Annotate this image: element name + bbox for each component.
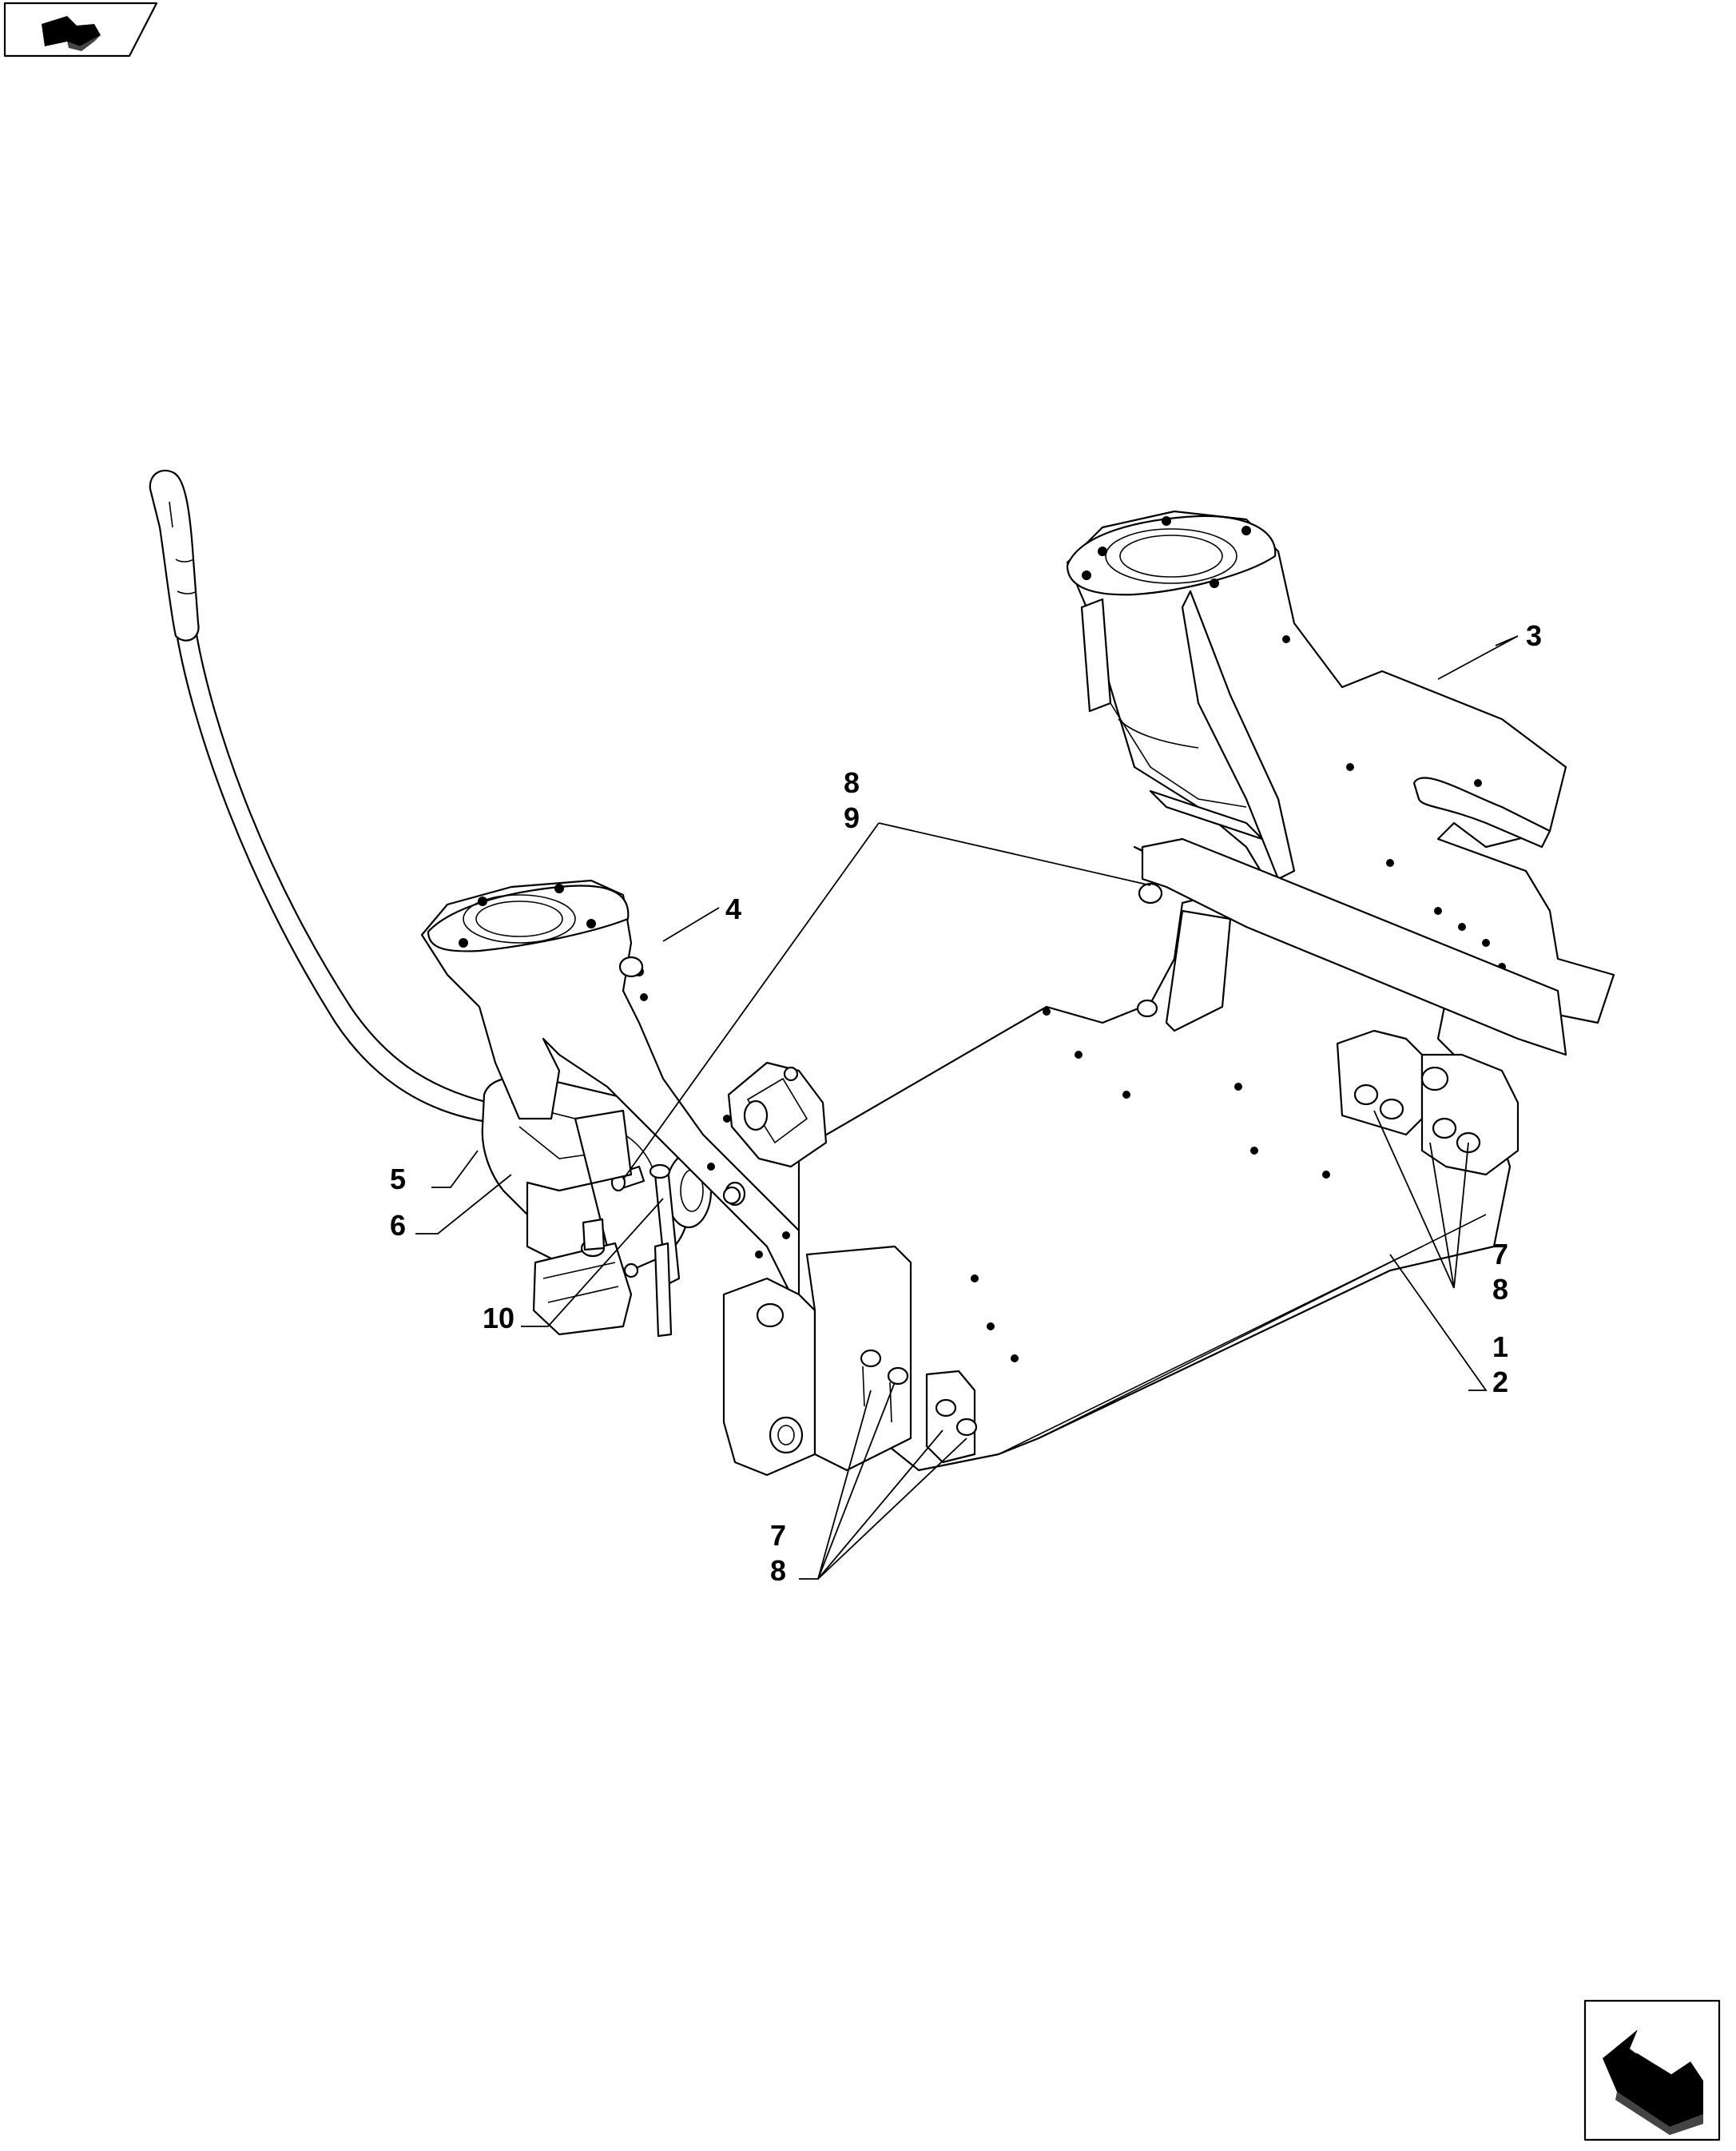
callout-10: 10 [483,1302,514,1334]
callout-1-2: 1 2 [1492,1330,1508,1398]
svg-text:10: 10 [483,1302,514,1334]
svg-text:5: 5 [390,1163,406,1195]
lever-handle [149,469,491,1123]
leader-lines [415,635,1519,1580]
svg-text:8: 8 [844,766,860,799]
svg-text:3: 3 [1526,619,1542,652]
callout-4: 4 [725,893,741,925]
callout-7-8-right: 7 8 [1492,1238,1508,1306]
svg-text:1: 1 [1492,1330,1508,1363]
side-rail [1136,837,1567,1056]
svg-text:8: 8 [1492,1273,1508,1306]
rear-mount-plates [1336,1029,1519,1176]
callout-7-8-bottom: 7 8 [770,1519,786,1587]
svg-text:7: 7 [770,1519,786,1552]
svg-text:8: 8 [770,1554,786,1587]
next-page-arrow-icon[interactable] [1583,1999,1721,2141]
svg-text:4: 4 [725,893,741,925]
callout-3: 3 [1526,619,1542,652]
callout-6: 6 [390,1209,406,1242]
center-pivot-block [722,1061,828,1205]
svg-text:6: 6 [390,1209,406,1242]
floor-plate [797,885,1512,1472]
callout-8-9: 8 9 [844,766,860,834]
front-mount-block [722,1245,978,1477]
svg-text:9: 9 [844,801,860,834]
previous-page-arrow-icon[interactable] [3,2,158,58]
svg-text:2: 2 [1492,1366,1508,1398]
callout-5: 5 [390,1163,406,1195]
svg-text:7: 7 [1492,1238,1508,1270]
